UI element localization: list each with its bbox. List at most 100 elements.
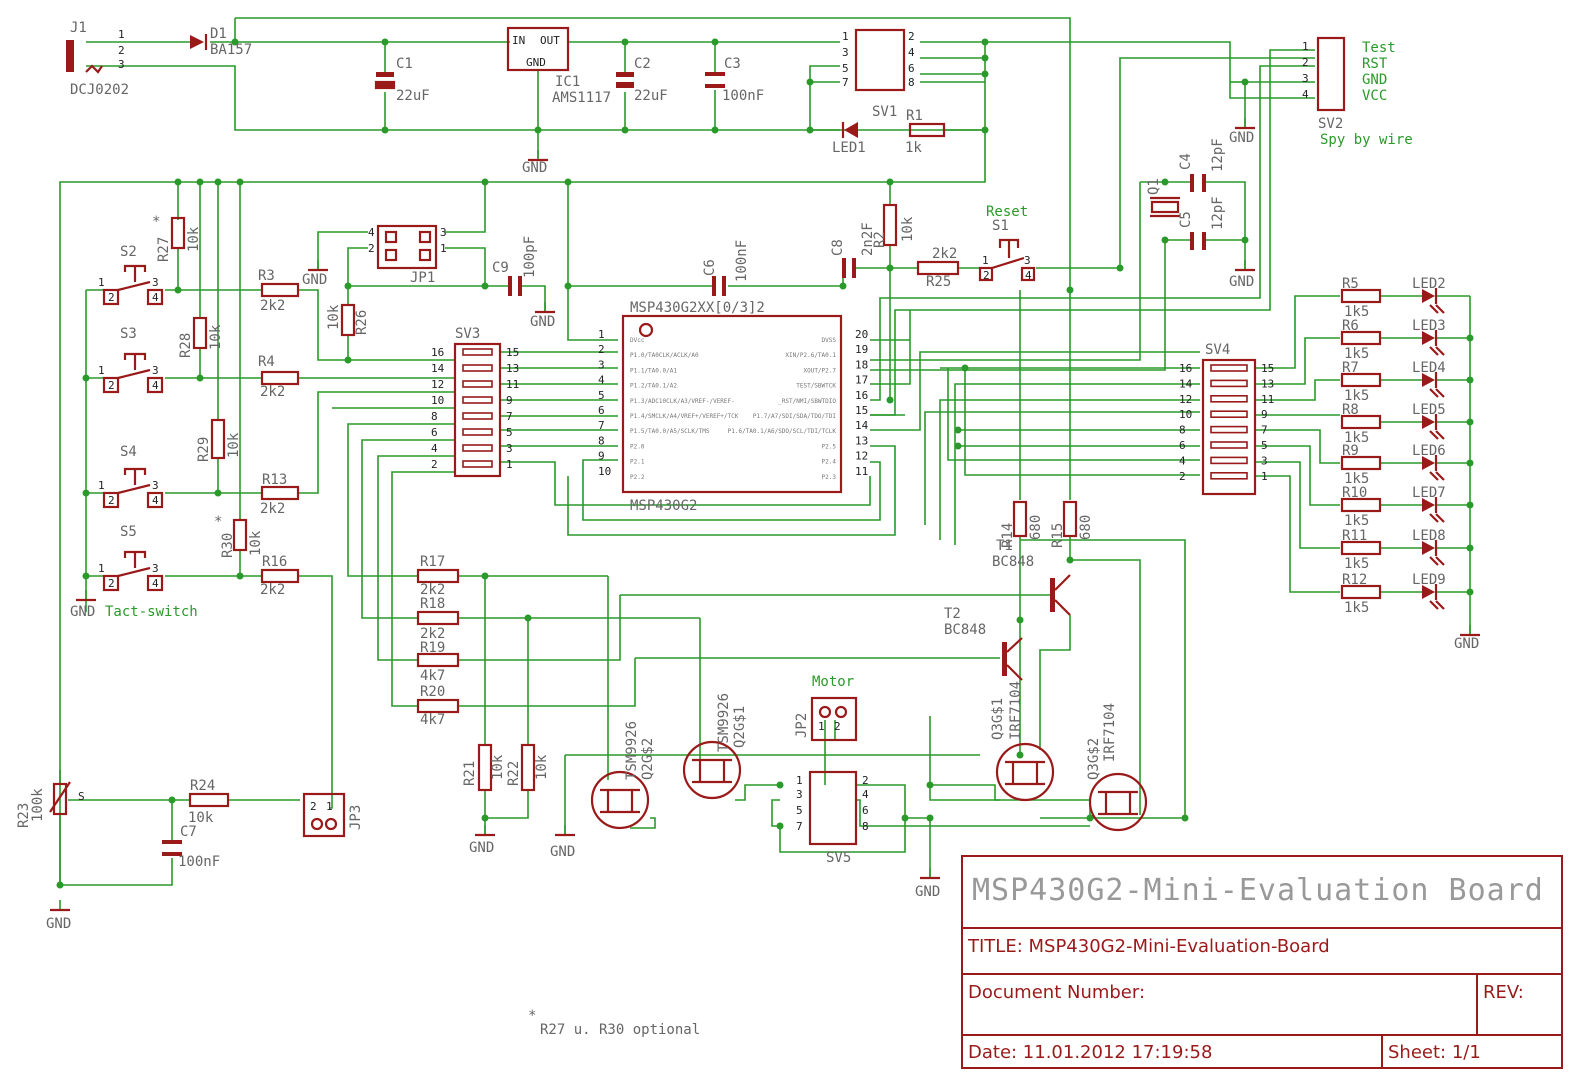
sv3-pin-slot [462, 460, 493, 468]
svg-text:Q2G$2: Q2G$2 [640, 738, 656, 780]
sv3-pin-label-left: 16 [431, 346, 444, 359]
r29-resistor: R29 10k [196, 418, 242, 462]
svg-text:2: 2 [368, 242, 375, 255]
mcu-pin-signal-left: P2.0 [630, 443, 645, 450]
led-resistor-ref: R6 [1342, 318, 1359, 334]
svg-text:JP3: JP3 [348, 805, 364, 830]
c3-capacitor: C3 100nF [705, 56, 764, 104]
mcu-pin-signal-left: P1.1/TA0.0/A1 [630, 367, 677, 374]
sv4-pin-label-left: 4 [1179, 454, 1186, 467]
r14-resistor: R14 680 [1000, 500, 1044, 548]
led-resistor-value: 1k5 [1344, 388, 1369, 404]
led-resistor [1340, 584, 1382, 600]
c2-capacitor: C2 22uF [616, 56, 668, 104]
svg-text:2k2: 2k2 [420, 582, 445, 598]
mcu-pin-signal-left: P1.2/TA0.1/A2 [630, 383, 677, 390]
mcu-pin-number-left: 2 [598, 343, 605, 356]
svg-text:JP2: JP2 [794, 713, 810, 738]
sv4-pin-label-right: 13 [1261, 377, 1274, 390]
svg-text:2: 2 [108, 291, 115, 304]
mcu-pin-signal-right: TEST/SBWTCK [796, 383, 836, 390]
led-ref: LED3 [1412, 318, 1446, 334]
svg-text:100nF: 100nF [734, 240, 750, 282]
svg-text:R29: R29 [196, 437, 212, 462]
sv4-pin-slot [1210, 394, 1248, 403]
svg-text:10k: 10k [534, 754, 550, 780]
sv3-pin-slot [462, 396, 493, 404]
svg-text:12pF: 12pF [1210, 138, 1226, 172]
svg-text:3: 3 [152, 364, 159, 377]
gnd-label: GND [915, 884, 940, 900]
svg-text:R4: R4 [258, 354, 275, 370]
led-light-arrow [1435, 346, 1445, 356]
led-resistor-ref: R10 [1342, 485, 1367, 501]
svg-text:4k7: 4k7 [420, 668, 445, 684]
led-light-arrow [1429, 304, 1439, 314]
c7-capacitor: C7 100nF [162, 824, 220, 870]
gnd-label: GND [1454, 636, 1479, 652]
mcu-pin-number-left: 9 [598, 450, 605, 463]
led-ref: LED8 [1412, 528, 1446, 544]
mcu-pin-signal-right: P1.7/A7/SDI/SDA/TDO/TDI [753, 413, 836, 420]
svg-text:R19: R19 [420, 640, 445, 656]
svg-text:R13: R13 [262, 472, 287, 488]
svg-text:GND: GND [1362, 72, 1387, 88]
led-ref: LED6 [1412, 443, 1446, 459]
c6-capacitor: C6 100nF [702, 240, 750, 296]
svg-text:4: 4 [908, 46, 915, 59]
svg-text:C3: C3 [724, 56, 741, 72]
svg-text:8: 8 [908, 76, 915, 89]
led-resistor-value: 1k5 [1344, 471, 1369, 487]
gnd-label: GND [469, 840, 494, 856]
svg-text:JP1: JP1 [410, 270, 435, 286]
c5-capacitor: C5 12pF [1178, 196, 1226, 250]
t1-transistor: T1 BC848 [992, 538, 1071, 616]
mcu-pin-signal-right: P2.4 [822, 459, 837, 466]
c4-capacitor: C4 12pF [1178, 138, 1226, 192]
led-resistor [1340, 414, 1382, 430]
r25-resistor: 2k2 R25 [916, 246, 960, 290]
svg-text:Test: Test [1362, 40, 1396, 56]
sv3-pin-label-right: 3 [506, 442, 513, 455]
svg-text:C7: C7 [180, 824, 197, 840]
r21-resistor: R21 10k [462, 743, 506, 792]
svg-text:2k2: 2k2 [420, 626, 445, 642]
svg-text:10k: 10k [208, 324, 224, 350]
svg-text:2k2: 2k2 [260, 582, 285, 598]
svg-text:R21: R21 [462, 761, 478, 786]
svg-text:1: 1 [796, 774, 803, 787]
svg-text:C8: C8 [830, 239, 846, 256]
sv3-pin-label-right: 7 [506, 410, 513, 423]
sv4-pin-label-right: 5 [1261, 439, 1268, 452]
svg-text:*: * [214, 514, 222, 530]
svg-text:4: 4 [152, 494, 159, 507]
mcu-pin-signal-right: DVSS [822, 337, 837, 344]
svg-text:C1: C1 [396, 56, 413, 72]
gnd-label: GND [46, 916, 71, 932]
mcu-pin-signal-right: P1.6/TA0.1/A6/SDO/SCL/TDI/TCLK [728, 428, 837, 435]
sv3-pin-slot [462, 364, 493, 372]
svg-text:SV5: SV5 [826, 850, 851, 866]
mcu-pin-number-left: 5 [598, 389, 605, 402]
led-array: R51k5LED2R61k5LED3R71k5LED4R81k5LED5R91k… [1340, 276, 1470, 616]
led-diode [1422, 498, 1435, 512]
svg-text:RST: RST [1362, 56, 1388, 72]
sv4-pin-slot [1210, 379, 1248, 388]
svg-text:5: 5 [842, 62, 849, 75]
svg-text:OUT: OUT [540, 34, 560, 47]
mcu-pin-number-left: 10 [598, 465, 611, 478]
svg-text:Q3G$2: Q3G$2 [1086, 738, 1102, 780]
mcu-pin-number-left: 8 [598, 434, 605, 447]
sv3-pin-label-right: 5 [506, 426, 513, 439]
sv4-pin-label-right: 3 [1261, 454, 1268, 467]
mcu-pin-signal-left: P1.5/TA0.0/A5/SCLK/TMS [630, 428, 710, 435]
sv4-pin-slot [1210, 456, 1248, 465]
sv3-pin-label-left: 2 [431, 458, 438, 471]
svg-text:12pF: 12pF [1210, 196, 1226, 230]
